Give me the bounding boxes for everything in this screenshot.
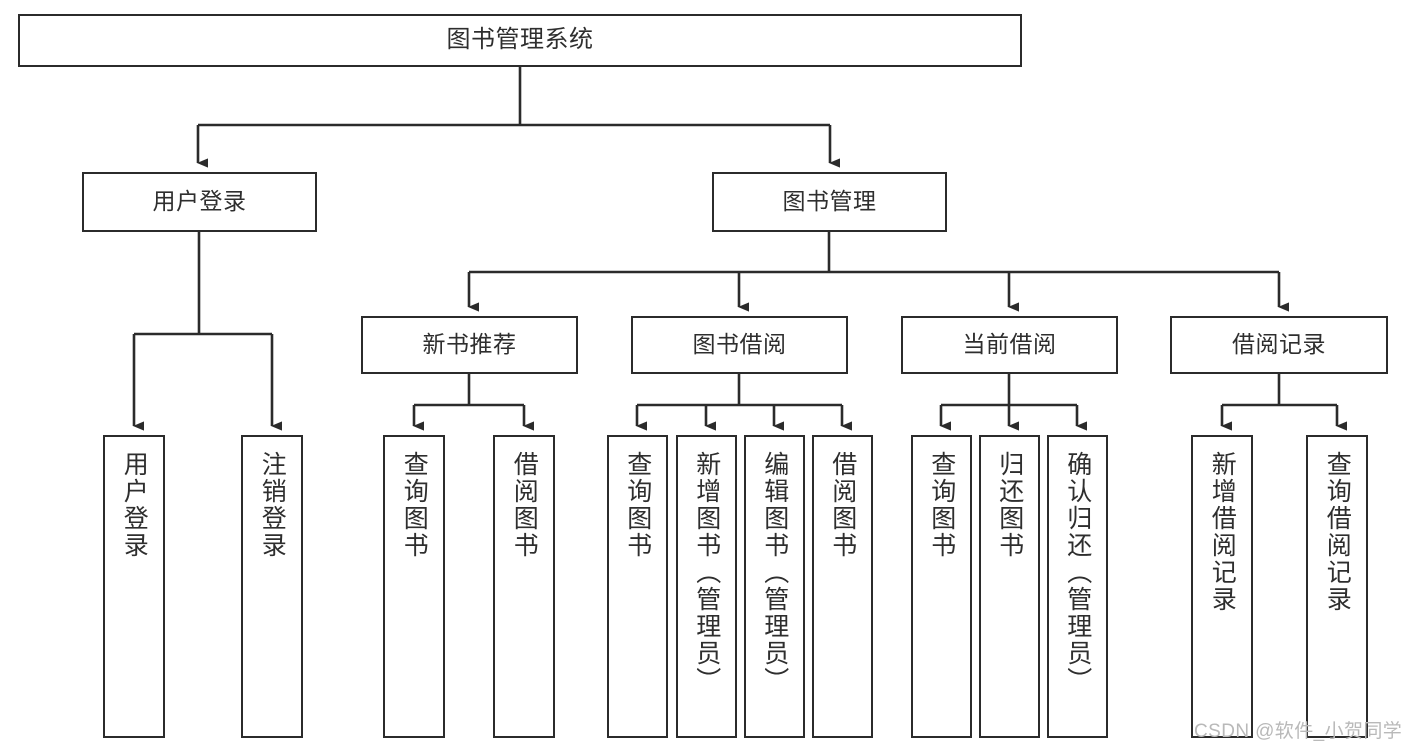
node-leaf-borrow-book-1[interactable]: 借阅图书: [493, 435, 555, 738]
node-leaf-add-record-label: 新增借阅记录: [1208, 451, 1237, 613]
node-leaf-return-book[interactable]: 归还图书: [979, 435, 1040, 738]
node-leaf-query-book-2[interactable]: 查询图书: [607, 435, 668, 738]
node-leaf-query-book-3[interactable]: 查询图书: [911, 435, 972, 738]
node-book-borrow-label: 图书借阅: [692, 331, 787, 358]
node-new-book-rec-label: 新书推荐: [422, 331, 517, 358]
node-leaf-logout-label: 注销登录: [258, 451, 287, 559]
node-leaf-confirm-return[interactable]: 确认归还（管理员）: [1047, 435, 1108, 738]
node-leaf-borrow-book-1-label: 借阅图书: [510, 451, 539, 559]
node-book-manage[interactable]: 图书管理: [712, 172, 947, 232]
node-leaf-edit-book-label: 编辑图书（管理员）: [760, 451, 789, 694]
node-leaf-query-book-1-label: 查询图书: [400, 451, 429, 559]
node-leaf-query-record-label: 查询借阅记录: [1323, 451, 1352, 613]
csdn-watermark: CSDN @软件_小贺同学: [1194, 721, 1403, 742]
node-borrow-record[interactable]: 借阅记录: [1170, 316, 1388, 374]
node-borrow-record-label: 借阅记录: [1232, 331, 1326, 358]
node-leaf-confirm-return-label: 确认归还（管理员）: [1063, 451, 1092, 694]
node-root-label: 图书管理系统: [446, 26, 594, 54]
node-leaf-logout[interactable]: 注销登录: [241, 435, 303, 738]
node-leaf-edit-book[interactable]: 编辑图书（管理员）: [744, 435, 805, 738]
node-leaf-borrow-book-2[interactable]: 借阅图书: [812, 435, 873, 738]
node-user-login[interactable]: 用户登录: [82, 172, 317, 232]
node-leaf-query-book-2-label: 查询图书: [623, 451, 652, 559]
node-book-borrow[interactable]: 图书借阅: [631, 316, 848, 374]
node-leaf-query-book-3-label: 查询图书: [927, 451, 956, 559]
node-new-book-rec[interactable]: 新书推荐: [361, 316, 578, 374]
node-root[interactable]: 图书管理系统: [18, 14, 1022, 67]
node-leaf-borrow-book-2-label: 借阅图书: [828, 451, 857, 559]
node-leaf-query-record[interactable]: 查询借阅记录: [1306, 435, 1368, 738]
node-leaf-return-book-label: 归还图书: [995, 451, 1024, 559]
node-book-manage-label: 图书管理: [782, 188, 877, 215]
node-leaf-user-login[interactable]: 用户登录: [103, 435, 165, 738]
node-leaf-add-book[interactable]: 新增图书（管理员）: [676, 435, 737, 738]
node-leaf-add-record[interactable]: 新增借阅记录: [1191, 435, 1253, 738]
node-user-login-label: 用户登录: [152, 188, 247, 215]
node-current-borrow-label: 当前借阅: [962, 331, 1057, 358]
node-leaf-add-book-label: 新增图书（管理员）: [692, 451, 721, 694]
node-current-borrow[interactable]: 当前借阅: [901, 316, 1118, 374]
node-leaf-user-login-label: 用户登录: [120, 451, 149, 559]
node-leaf-query-book-1[interactable]: 查询图书: [383, 435, 445, 738]
